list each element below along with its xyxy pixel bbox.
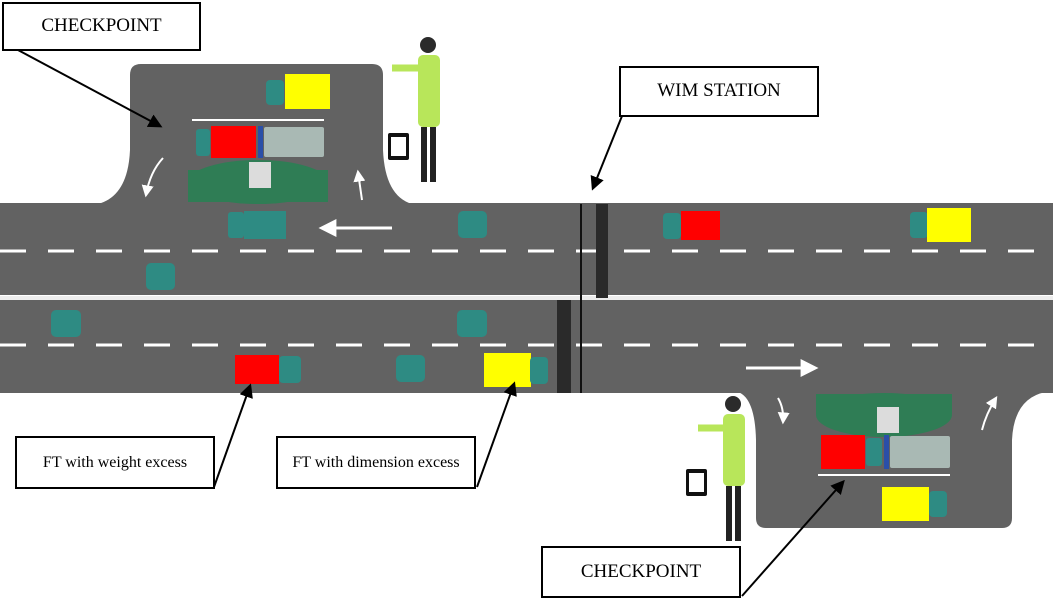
callout-arrow-weight xyxy=(213,383,253,488)
car-icon xyxy=(51,310,81,337)
truck-icon xyxy=(196,126,324,158)
car-icon xyxy=(458,211,487,238)
arrow-icon xyxy=(981,395,998,431)
car-icon xyxy=(146,263,175,290)
callout-arrow-checkpoint-top xyxy=(17,49,163,128)
wim-sensor-upper xyxy=(596,204,608,298)
truck-icon xyxy=(235,355,301,384)
callout-arrow-wim xyxy=(590,115,623,191)
car-icon xyxy=(396,355,425,382)
inspector-figure xyxy=(698,396,745,541)
arrow-icon xyxy=(141,157,164,198)
truck-icon xyxy=(821,435,950,469)
median-strip xyxy=(0,295,1053,301)
ft-weight-excess-label: FT with weight excess xyxy=(15,436,215,489)
callout-arrow-dimension xyxy=(476,381,517,488)
truck-icon xyxy=(663,211,720,240)
truck-icon xyxy=(228,211,286,239)
arrow-icon xyxy=(353,169,366,201)
checkpoint-label-top: CHECKPOINT xyxy=(2,2,201,51)
truck-icon xyxy=(484,353,548,387)
checkpoint-label-bottom: CHECKPOINT xyxy=(541,546,741,598)
truck-icon xyxy=(266,74,330,109)
ft-dimension-excess-label: FT with dimension excess xyxy=(276,436,476,489)
car-icon xyxy=(457,310,487,337)
wim-sensor-lower xyxy=(557,300,571,393)
arrow-icon xyxy=(777,397,790,425)
callout-arrow-checkpoint-bottom xyxy=(741,479,845,597)
tablet-icon xyxy=(388,133,409,160)
inspector-figure xyxy=(392,37,440,182)
wim-station-label: WIM STATION xyxy=(619,66,819,117)
truck-icon xyxy=(882,487,947,521)
truck-icon xyxy=(910,208,971,242)
tablet-icon xyxy=(686,469,707,496)
